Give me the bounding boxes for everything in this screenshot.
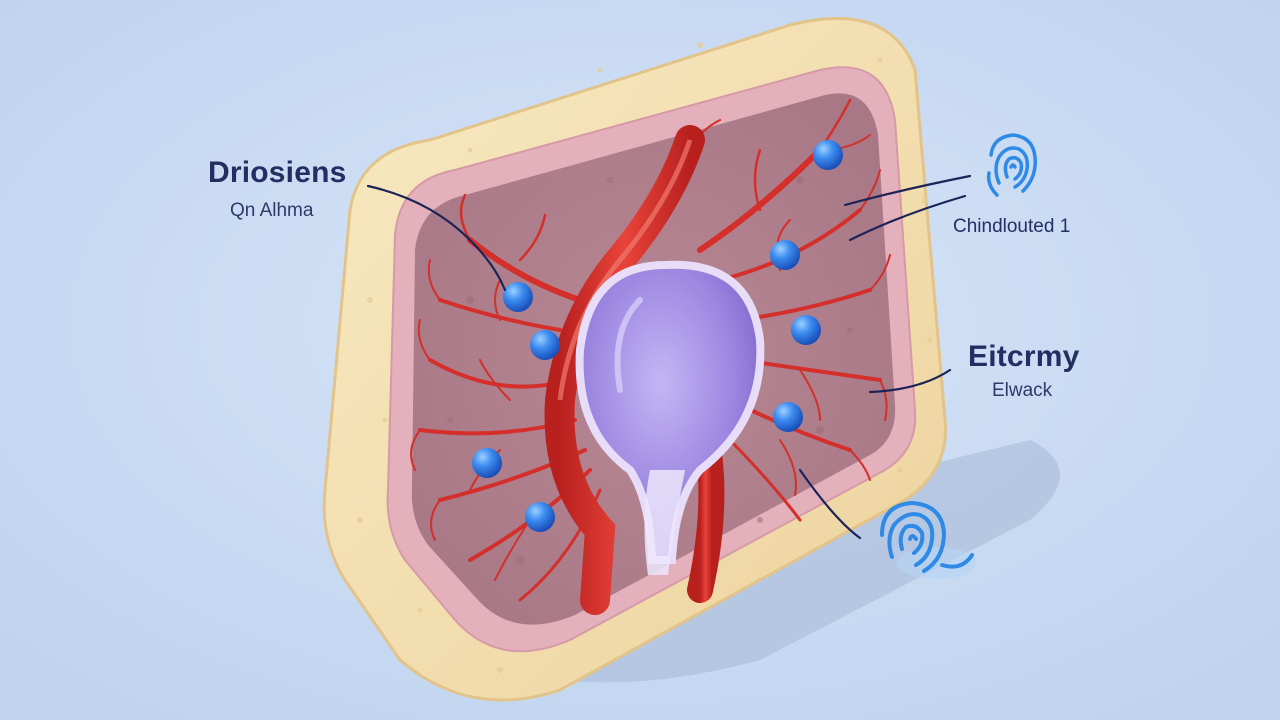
leader-lines bbox=[366, 174, 972, 540]
label-mid-right-title: Eitcrmy bbox=[968, 340, 1080, 373]
leader-line-top-left bbox=[366, 184, 507, 292]
leader-line-mid-right bbox=[868, 368, 952, 394]
artery-highlight bbox=[557, 139, 693, 401]
fingerprint-base bbox=[897, 547, 977, 579]
label-top-left-title: Driosiens bbox=[208, 156, 347, 189]
sac-duct bbox=[644, 470, 685, 575]
particle bbox=[472, 448, 502, 478]
sac-highlight bbox=[614, 297, 643, 393]
label-top-left-subtitle: Qn Alhma bbox=[230, 200, 314, 221]
fingerprint-icon bbox=[986, 133, 1037, 197]
label-top-right: Chindlouted 1 bbox=[953, 216, 1071, 237]
central-sac bbox=[575, 260, 765, 564]
particle bbox=[530, 330, 560, 360]
tissue-texture bbox=[447, 147, 853, 564]
leader-line-bottom-right bbox=[798, 468, 862, 540]
fingerprint-icon bbox=[880, 500, 977, 579]
particle bbox=[813, 140, 843, 170]
label-mid-right-subtitle: Elwack bbox=[992, 380, 1053, 401]
particle bbox=[503, 282, 533, 312]
particle bbox=[773, 402, 803, 432]
leader-line-top-right-2 bbox=[848, 194, 967, 242]
particle bbox=[525, 502, 555, 532]
particle bbox=[791, 315, 821, 345]
crust-texture bbox=[357, 42, 933, 673]
particles bbox=[472, 140, 843, 532]
particle bbox=[770, 240, 800, 270]
leader-line-top-right-1 bbox=[843, 174, 972, 207]
